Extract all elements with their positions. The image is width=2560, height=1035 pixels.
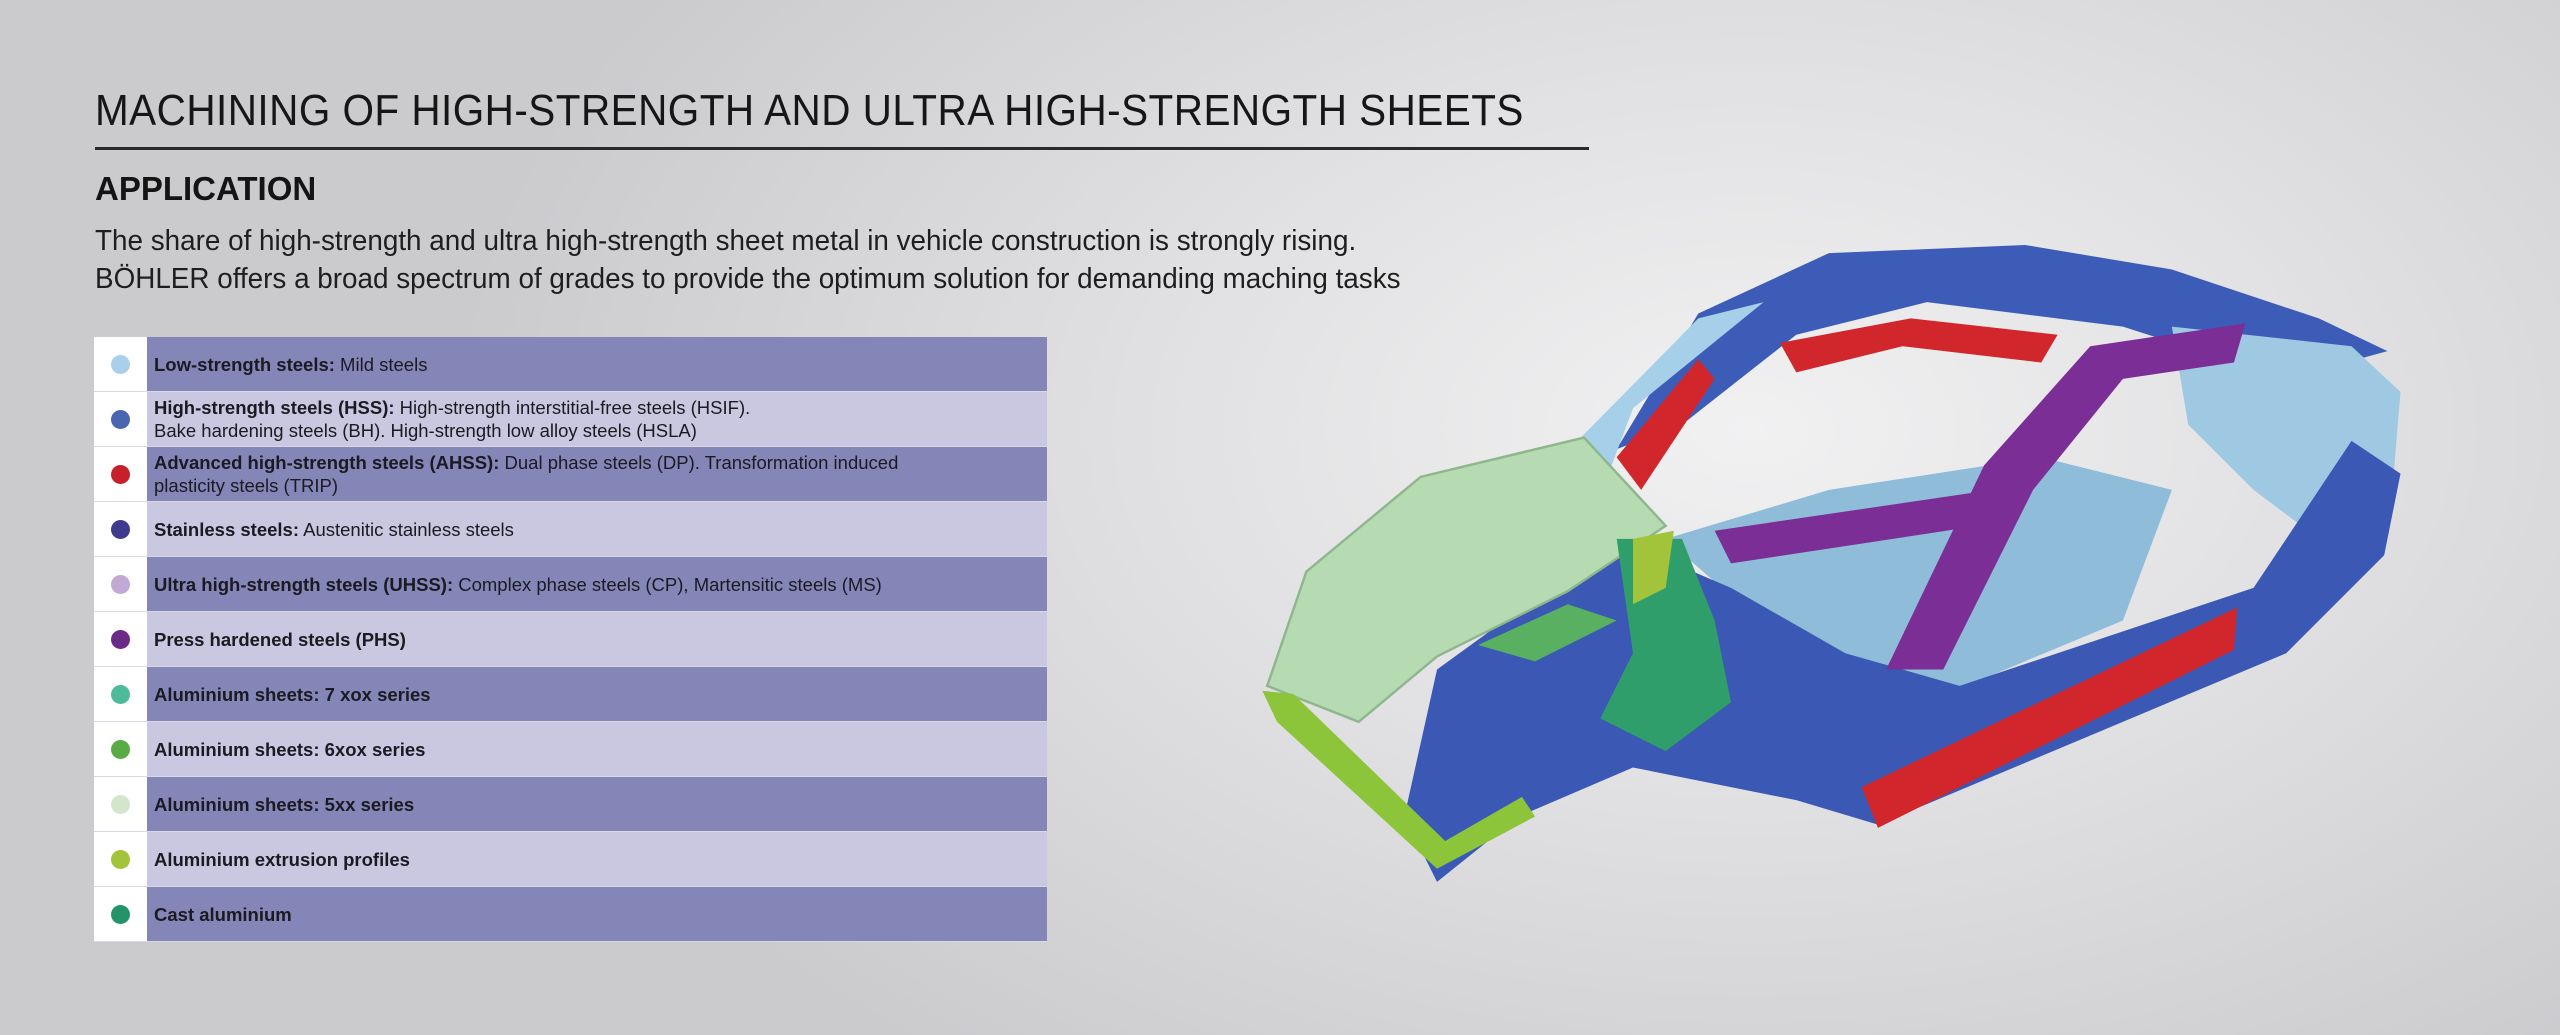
legend-row: Aluminium sheets: 7 xox series <box>94 667 1047 722</box>
legend-description: Austenitic stainless steels <box>299 518 514 540</box>
color-dot-icon <box>111 464 130 484</box>
legend-row: High-strength steels (HSS): High-strengt… <box>94 392 1047 447</box>
color-dot-icon <box>111 849 130 869</box>
legend-label: Ultra high-strength steels (UHSS): <box>154 573 454 595</box>
legend-line: Aluminium sheets: 7 xox series <box>154 683 1047 706</box>
legend-text: Cast aluminium <box>147 887 1047 941</box>
legend-swatch-cell <box>94 337 147 391</box>
legend-swatch-cell <box>94 612 147 666</box>
legend-label: Cast aluminium <box>154 903 292 925</box>
color-dot-icon <box>111 684 130 704</box>
legend-line: Aluminium sheets: 6xox series <box>154 738 1047 761</box>
legend-line: Low-strength steels: Mild steels <box>154 353 1047 376</box>
intro-text: The share of high-strength and ultra hig… <box>95 222 1455 298</box>
color-dot-icon <box>111 904 130 924</box>
legend-text: Aluminium extrusion profiles <box>147 832 1047 886</box>
legend-row: Advanced high-strength steels (AHSS): Du… <box>94 447 1047 502</box>
legend-swatch-cell <box>94 832 147 886</box>
front-bumper-beam <box>1262 690 1536 869</box>
legend-line: Cast aluminium <box>154 903 1047 926</box>
legend-row: Aluminium sheets: 5xx series <box>94 777 1047 832</box>
legend-swatch-cell <box>94 447 147 501</box>
legend-label: High-strength steels (HSS): <box>154 397 395 418</box>
legend-text: Stainless steels: Austenitic stainless s… <box>147 502 1047 556</box>
roof-panel <box>1616 244 2388 450</box>
legend-label: Aluminium sheets: 6xox series <box>154 738 426 760</box>
b-pillar <box>1886 323 2246 670</box>
legend-text: Aluminium sheets: 6xox series <box>147 722 1047 776</box>
legend-description: High-strength interstitial-free steels (… <box>394 397 751 418</box>
legend-description-line2: Bake hardening steels (BH). High-strengt… <box>154 420 697 441</box>
legend-description: Complex phase steels (CP), Martensitic s… <box>453 573 882 595</box>
legend-label: Aluminium sheets: 5xx series <box>154 793 415 815</box>
legend-row: Ultra high-strength steels (UHSS): Compl… <box>94 557 1047 612</box>
legend-row: Stainless steels: Austenitic stainless s… <box>94 502 1047 557</box>
legend-line: Advanced high-strength steels (AHSS): Du… <box>154 451 1047 474</box>
rocker-panel <box>1861 607 2238 828</box>
body-side <box>1404 440 2401 882</box>
section-heading: APPLICATION <box>95 170 317 207</box>
legend-line: Ultra high-strength steels (UHSS): Compl… <box>154 573 1047 596</box>
cross-member <box>1714 489 2001 564</box>
legend-row: Aluminium sheets: 6xox series <box>94 722 1047 777</box>
color-dot-icon <box>111 794 130 814</box>
legend-row: Press hardened steels (PHS) <box>94 612 1047 667</box>
legend-description: Dual phase steels (DP). Transformation i… <box>499 452 899 473</box>
legend-text: Press hardened steels (PHS) <box>147 612 1047 666</box>
legend-label: Stainless steels: <box>154 518 299 540</box>
legend-label: Advanced high-strength steels (AHSS): <box>154 452 500 473</box>
legend-text: Aluminium sheets: 7 xox series <box>147 667 1047 721</box>
legend-text: High-strength steels (HSS): High-strengt… <box>147 392 1047 446</box>
legend-swatch-cell <box>94 392 147 446</box>
legend-text: Advanced high-strength steels (AHSS): Du… <box>147 447 1047 501</box>
legend-description-line2: plasticity steels (TRIP) <box>154 475 339 496</box>
color-dot-icon <box>111 739 130 759</box>
legend-line: Press hardened steels (PHS) <box>154 628 1047 651</box>
legend-row: Aluminium extrusion profiles <box>94 832 1047 887</box>
front-rail <box>1477 604 1617 662</box>
legend-row: Low-strength steels: Mild steels <box>94 337 1047 392</box>
roof-rail <box>1779 318 2058 373</box>
legend-label: Aluminium sheets: 7 xox series <box>154 683 431 705</box>
color-dot-icon <box>111 629 130 649</box>
legend-line: Aluminium extrusion profiles <box>154 848 1047 871</box>
legend-swatch-cell <box>94 722 147 776</box>
legend-text: Low-strength steels: Mild steels <box>147 337 1047 391</box>
legend-swatch-cell <box>94 502 147 556</box>
legend-label: Low-strength steels: <box>154 353 335 375</box>
color-dot-icon <box>111 519 130 539</box>
legend-label: Aluminium extrusion profiles <box>154 848 410 870</box>
intro-line: The share of high-strength and ultra hig… <box>95 225 1357 257</box>
color-dot-icon <box>111 354 130 374</box>
legend-line: Aluminium sheets: 5xx series <box>154 793 1047 816</box>
legend-description: Mild steels <box>334 353 428 375</box>
hood <box>1265 436 1668 724</box>
intro-line: BÖHLER offers a broad spectrum of grades… <box>95 263 1401 295</box>
legend-swatch-cell <box>94 667 147 721</box>
legend-label: Press hardened steels (PHS) <box>154 628 406 650</box>
title-divider <box>95 147 1589 150</box>
crash-box <box>1633 530 1674 605</box>
legend-swatch-cell <box>94 887 147 941</box>
legend-swatch-cell <box>94 777 147 831</box>
legend-line: High-strength steels (HSS): High-strengt… <box>154 396 1047 419</box>
color-dot-icon <box>111 409 130 429</box>
a-pillar-inner <box>1616 359 1715 490</box>
legend-text: Aluminium sheets: 5xx series <box>147 777 1047 831</box>
color-dot-icon <box>111 574 130 594</box>
legend-line: Stainless steels: Austenitic stainless s… <box>154 518 1047 541</box>
legend-row: Cast aluminium <box>94 887 1047 942</box>
legend-swatch-cell <box>94 557 147 611</box>
page-title: MACHINING OF HIGH-STRENGTH AND ULTRA HIG… <box>95 86 1524 135</box>
legend-text: Ultra high-strength steels (UHSS): Compl… <box>147 557 1047 611</box>
